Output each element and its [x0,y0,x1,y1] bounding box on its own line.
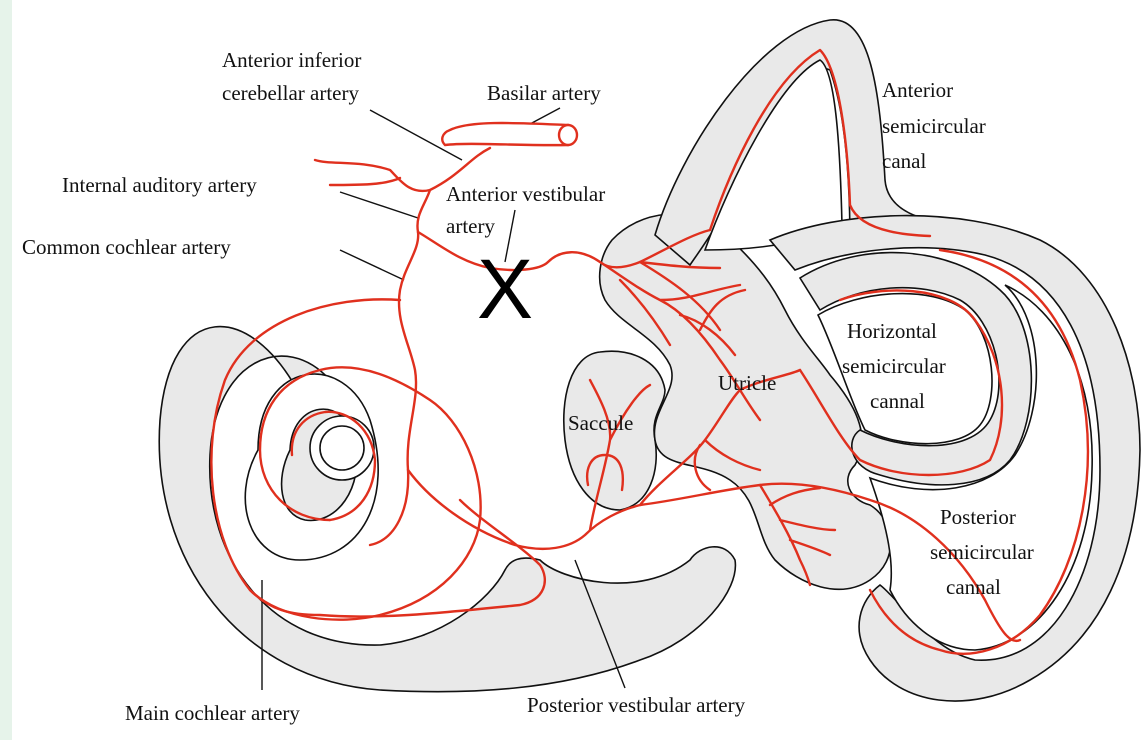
label-hor-canal-1: Horizontal [847,319,937,343]
label-aica-1: Anterior inferior [222,48,361,72]
occlusion-x-marker: X [477,242,533,336]
aica-branch [330,178,400,185]
label-post-vestibular: Posterior vestibular artery [527,693,746,717]
label-aica-2: cerebellar artery [222,81,359,105]
label-ant-canal-2: semicircular [882,114,986,138]
label-post-canal-3: cannal [946,575,1001,599]
label-ant-canal-3: canal [882,149,926,173]
label-post-canal-1: Posterior [940,505,1016,529]
label-hor-canal-3: cannal [870,389,925,413]
label-hor-canal-2: semicircular [842,354,946,378]
label-basilar: Basilar artery [487,81,601,105]
internal-auditory-artery [370,190,430,545]
label-internal-auditory: Internal auditory artery [62,173,257,197]
label-ant-canal-1: Anterior [882,78,953,102]
basilar-artery-vessel [442,123,568,145]
label-saccule: Saccule [568,411,633,435]
label-main-cochlear: Main cochlear artery [125,701,300,725]
label-ant-vest-2: artery [446,214,495,238]
cochlea-apex-inner [320,426,364,470]
label-utricle: Utricle [718,371,776,395]
leader-common-cochlear [340,250,404,280]
label-common-cochlear: Common cochlear artery [22,235,231,259]
label-post-canal-2: semicircular [930,540,1034,564]
label-ant-vest-1: Anterior vestibular [446,182,605,206]
basilar-artery-lumen [559,125,577,145]
leader-internal-auditory [340,192,418,218]
left-edge-band [0,0,12,740]
